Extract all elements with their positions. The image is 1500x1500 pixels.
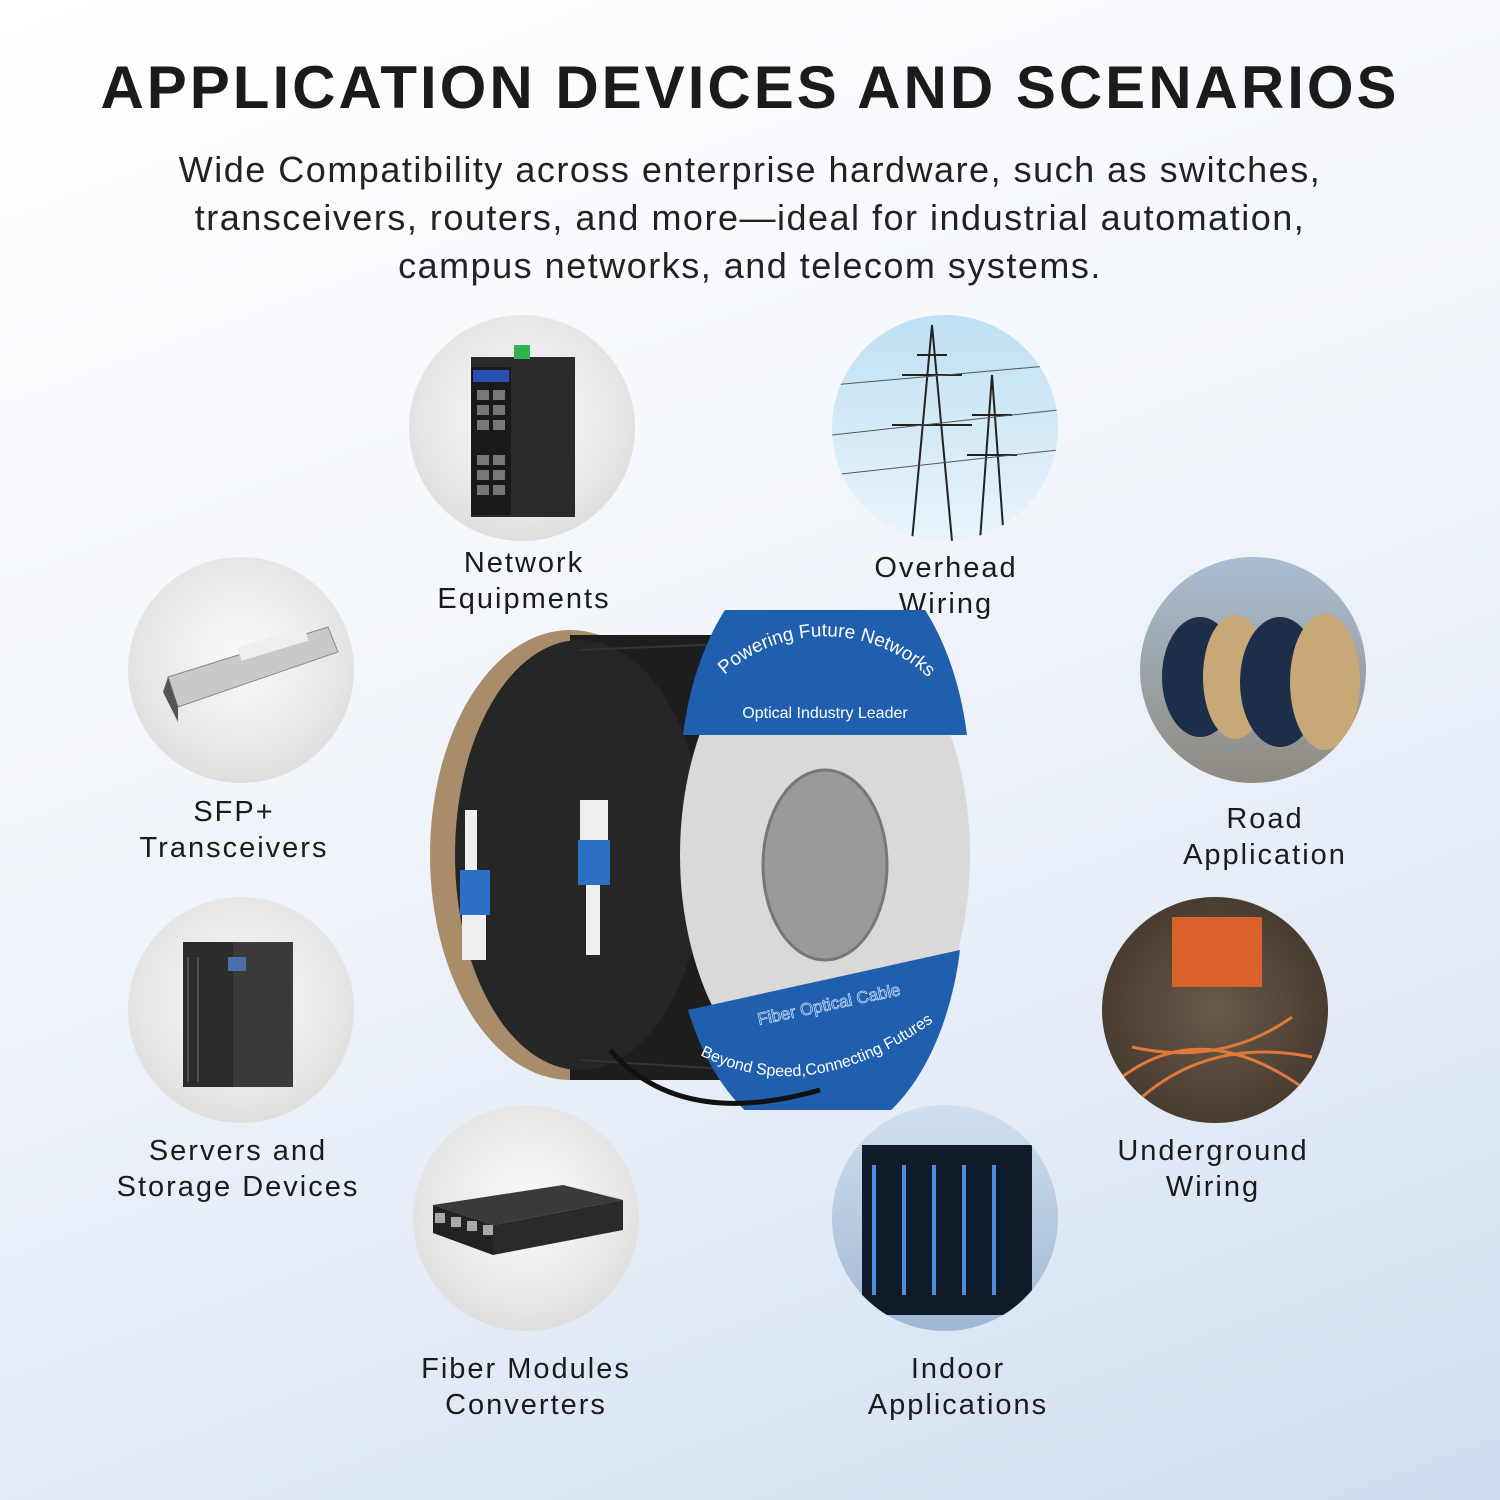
- cable-spool-image: Powering Future Networks Optical Industr…: [430, 610, 970, 1110]
- network-switch-icon: [409, 315, 635, 541]
- power-tower-icon: [832, 315, 1058, 541]
- lc-connector-icon: [460, 810, 490, 960]
- subtitle-line: campus networks, and telecom systems.: [398, 245, 1102, 286]
- sfp-module-icon: [128, 557, 354, 783]
- cable-reel-icon: [1140, 557, 1366, 783]
- scenario-label-sfp: SFP+Transceivers: [139, 796, 329, 864]
- subtitle: Wide Compatibility across enterprise har…: [20, 146, 1480, 290]
- lc-connector-icon: [578, 800, 610, 955]
- page-title: APPLICATION DEVICES AND SCENARIOS: [100, 54, 1400, 121]
- underground-cable-icon: [1102, 897, 1328, 1123]
- subtitle-line: transceivers, routers, and more—ideal fo…: [194, 197, 1306, 238]
- ethernet-converter-icon: [413, 1105, 639, 1331]
- spool-top-line: Optical Industry Leader: [742, 705, 908, 722]
- data-center-icon: [832, 1105, 1058, 1331]
- server-rack-icon: [128, 897, 354, 1123]
- subtitle-line: Wide Compatibility across enterprise har…: [178, 149, 1322, 190]
